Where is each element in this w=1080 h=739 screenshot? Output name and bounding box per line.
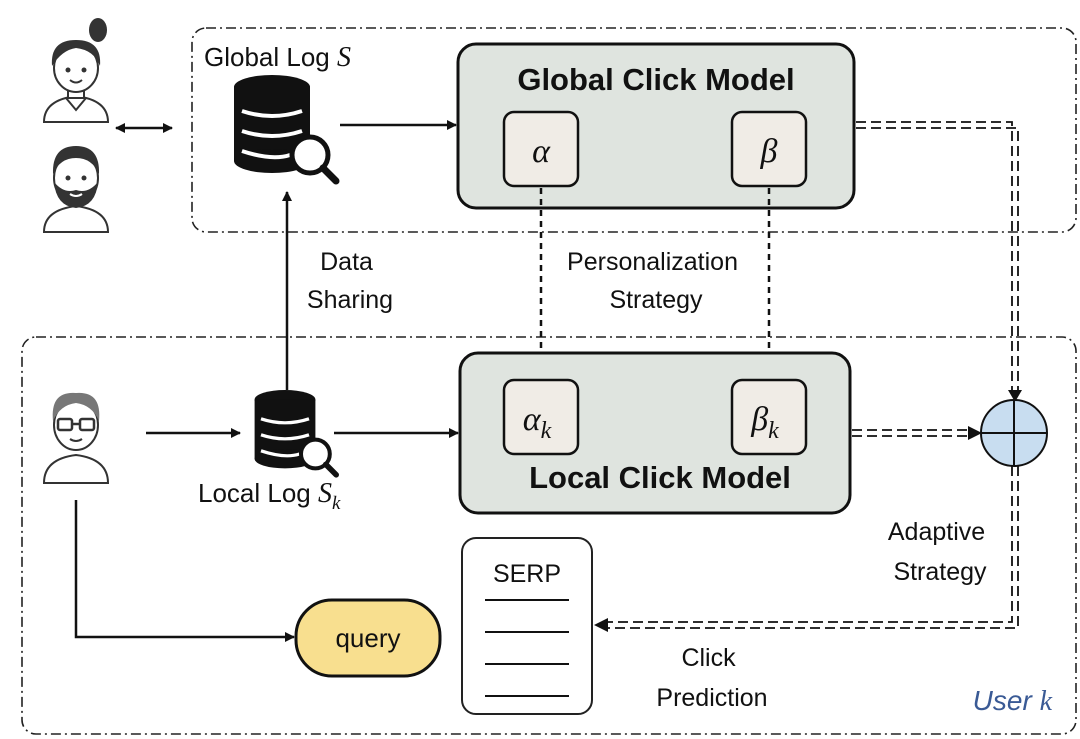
local-alpha-box (502, 378, 580, 456)
local-to-combiner-arrow (852, 429, 970, 437)
personalization-strategy-label: Personalization Strategy (567, 248, 745, 314)
data-sharing-label: Data Sharing (307, 248, 393, 314)
global-alpha-label: α (532, 133, 551, 170)
user-k-label: User k (973, 685, 1053, 717)
local-log-database-icon (254, 390, 340, 478)
serp-document (461, 537, 593, 715)
serp-label: SERP (493, 560, 561, 588)
local-beta-box (730, 378, 808, 456)
global-to-combiner-arrowhead (1008, 390, 1022, 402)
query-label: query (335, 623, 400, 653)
global-log-label: Global Log S (204, 42, 351, 73)
combiner-to-serp-arrowhead (594, 618, 608, 632)
local-alpha-label: αk (523, 401, 552, 444)
local-click-model-title: Local Click Model (529, 460, 791, 495)
user-to-query-arrow (74, 500, 295, 642)
global-click-model-title: Global Click Model (517, 62, 794, 97)
bearded-user-icon (42, 146, 110, 233)
global-to-combiner-arrow (856, 121, 1019, 392)
combiner-to-serp-arrow (606, 466, 1019, 629)
global-region (191, 27, 1077, 233)
global-log-database-icon (234, 75, 340, 185)
local-log-label: Local Log Sk (198, 478, 341, 514)
local-user-icon (42, 392, 110, 484)
global-beta-label: β (760, 133, 778, 170)
local-to-combiner-arrowhead (968, 426, 982, 440)
serp-result-lines (485, 599, 569, 697)
click-prediction-label: Click Prediction (656, 644, 767, 712)
local-beta-label: βk (750, 401, 779, 444)
combiner-plus-icon (980, 399, 1048, 467)
woman-user-icon (42, 18, 110, 123)
adaptive-strategy-label: Adaptive Strategy (888, 518, 992, 586)
query-pill (294, 598, 442, 678)
global-beta-box (730, 110, 808, 188)
global-alpha-box (502, 110, 580, 188)
